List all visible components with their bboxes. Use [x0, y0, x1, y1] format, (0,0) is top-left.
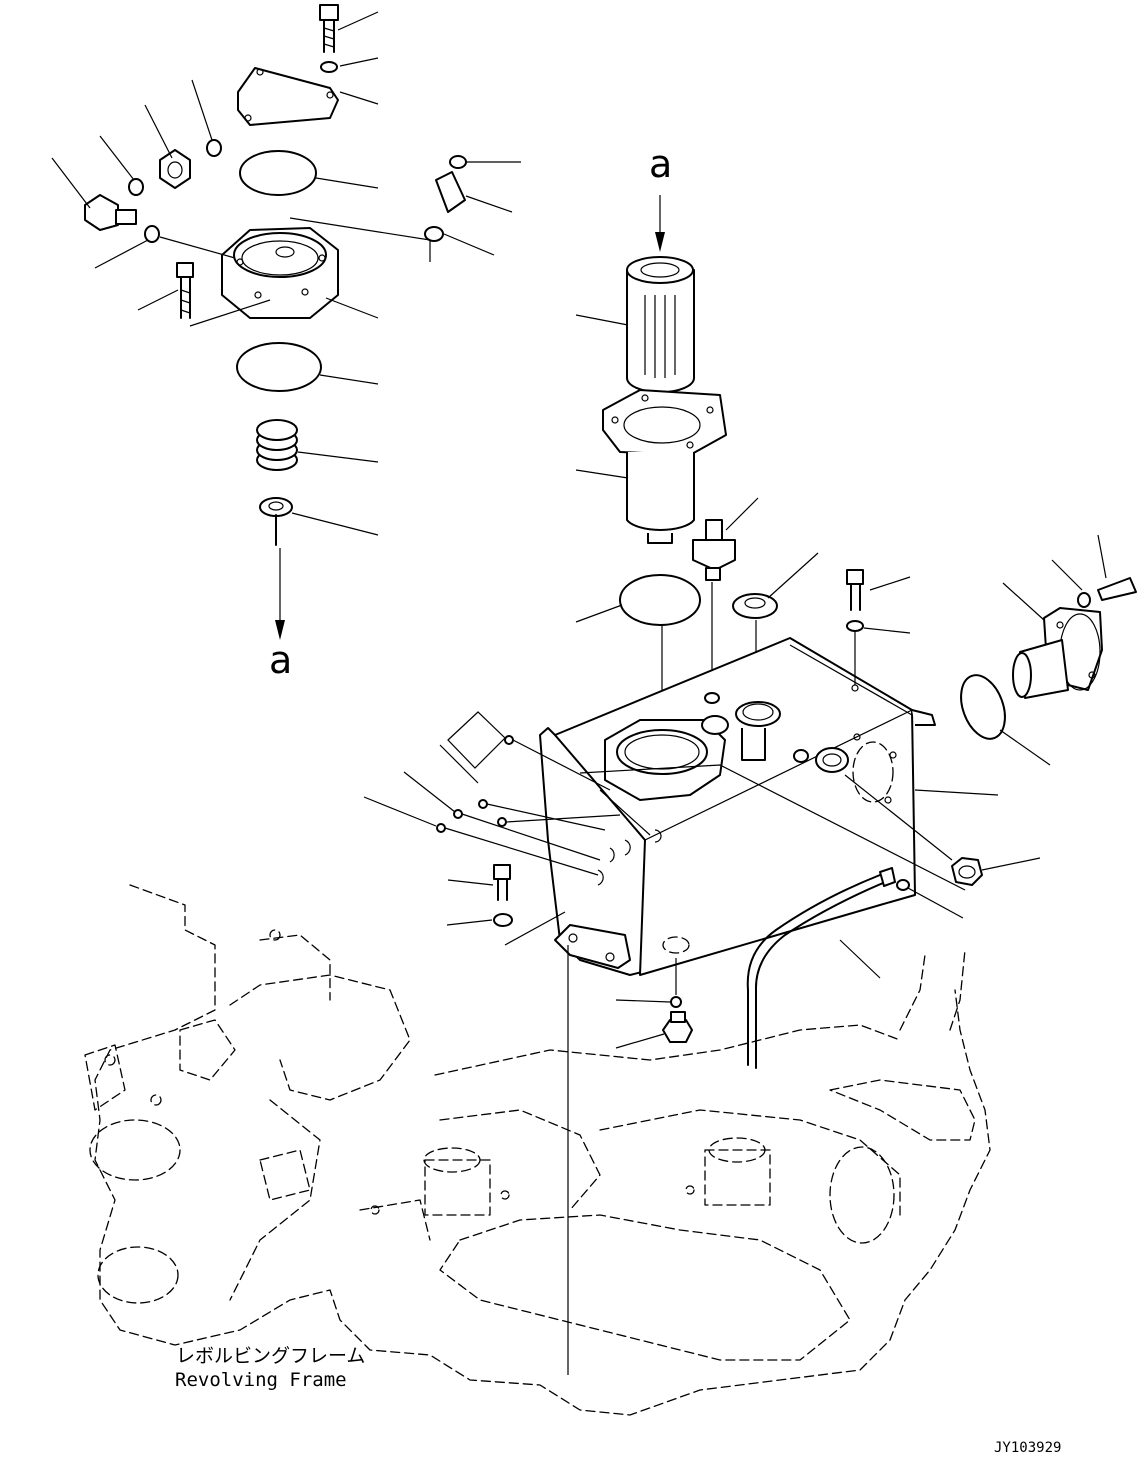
bolt-icon — [319, 4, 339, 21]
drawing-code: JY103929 — [994, 1440, 1061, 1456]
bolt-icon — [1097, 577, 1137, 601]
drain-hose — [754, 879, 891, 1069]
washer-icon — [320, 61, 338, 73]
mount-bracket — [554, 924, 631, 969]
strainer-flange — [602, 389, 727, 456]
o-ring-small — [206, 139, 222, 157]
spring-icon — [256, 419, 298, 471]
frame-label-japanese: レボルビングフレーム — [176, 1345, 365, 1367]
filter-element-assembly: a — [575, 142, 819, 730]
cover-plate — [237, 67, 339, 126]
arrow-down-icon — [275, 620, 285, 640]
fitting-right — [435, 171, 466, 213]
bolt-icon — [493, 864, 511, 880]
revolving-frame — [84, 884, 991, 1416]
tank-hardware-right — [579, 534, 1137, 979]
elbow-fitting — [84, 194, 119, 231]
washer-icon — [493, 913, 513, 927]
sensor-icon — [692, 539, 736, 571]
cap-icon — [732, 593, 778, 619]
bolt-icon — [846, 569, 864, 585]
filter-element — [626, 269, 695, 394]
tank-hardware-left — [363, 711, 693, 1049]
frame-label-english: Revolving Frame — [175, 1369, 347, 1391]
nut-fitting — [159, 149, 191, 189]
gasket — [619, 574, 701, 626]
valve-icon — [259, 497, 293, 517]
sight-gauge — [951, 857, 983, 886]
filter-head-assembly — [51, 4, 521, 640]
hydraulic-tank — [539, 637, 936, 1375]
arrow-down-icon — [655, 232, 665, 252]
view-label-bottom: a — [269, 638, 292, 682]
view-label-top: a — [649, 142, 672, 186]
o-ring — [239, 150, 317, 196]
gasket — [960, 674, 1006, 740]
